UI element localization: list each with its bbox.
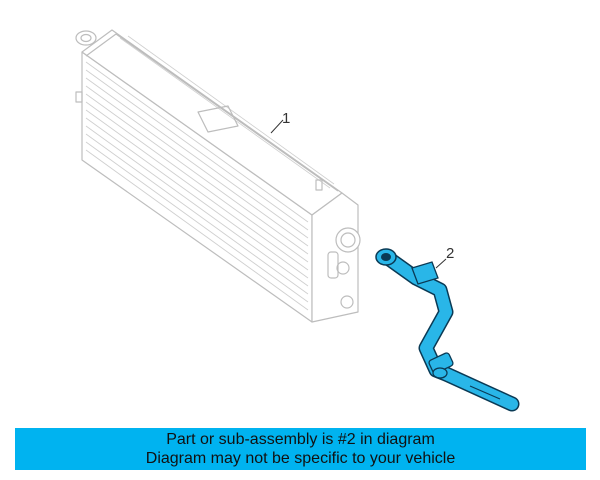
callout-2-label: 2 [446, 245, 454, 262]
banner-line-1: Part or sub-assembly is #2 in diagram [166, 431, 435, 448]
radiator-core [75, 29, 361, 323]
coolant-hose-pipe [375, 248, 520, 412]
callout-1-label: 1 [282, 110, 290, 127]
banner-line-2: Diagram may not be specific to your vehi… [145, 450, 456, 467]
info-banner: Part or sub-assembly is #2 in diagram Di… [15, 428, 586, 470]
callout-1: 1 [270, 110, 290, 134]
parts-diagram: 1 2 [75, 29, 520, 412]
radiator-fins [85, 61, 309, 311]
callout-2: 2 [435, 245, 454, 269]
